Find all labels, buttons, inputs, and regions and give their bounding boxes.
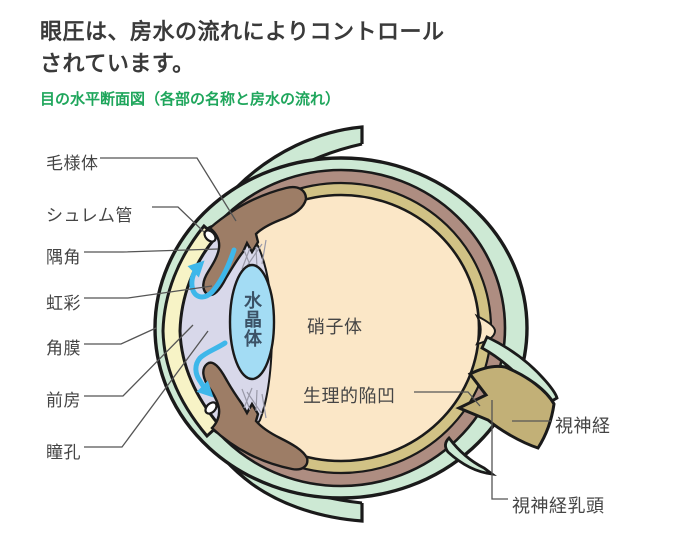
zonule-fibers	[241, 239, 267, 419]
pointer-anterior-chamber	[84, 324, 194, 397]
pointer-optic-disc	[491, 400, 508, 500]
pointer-lines-group	[84, 157, 551, 500]
optic-nerve-shape	[455, 364, 556, 450]
label-angle: 隅角	[46, 248, 81, 267]
label-vitreous-body: 硝子体	[307, 317, 363, 337]
label-optic-nerve: 視神経	[555, 416, 611, 436]
schlemm-canal-lower-shape	[204, 401, 218, 415]
flow-arrow-upper	[187, 247, 237, 300]
sclera-flare-lower	[444, 435, 498, 477]
pointer-iris	[84, 285, 213, 299]
pointer-cornea	[84, 327, 157, 345]
figure-subtitle: 目の水平断面図（各部の名称と房水の流れ）	[40, 91, 341, 108]
label-optic-disc: 視神経乳頭	[512, 496, 605, 516]
flow-arrow-lower	[193, 340, 228, 398]
label-iris: 虹彩	[46, 294, 81, 313]
label-pupil: 瞳孔	[46, 443, 81, 462]
pointer-angle	[84, 248, 219, 253]
pointer-physiologic-cup	[414, 391, 481, 407]
page-title: 眼圧は、房水の流れによりコントロール されています。	[40, 16, 445, 80]
label-cornea: 角膜	[46, 339, 81, 358]
pointer-pupil	[84, 330, 209, 448]
page-title-line2: されています。	[40, 51, 195, 76]
aqueous-flow-arrows	[187, 247, 237, 398]
page-title-line1: 眼圧は、房水の流れによりコントロール	[40, 19, 445, 44]
label-schlemm-canal: シュレム管	[46, 206, 133, 225]
label-lens: 水晶体	[242, 291, 262, 348]
label-physiologic-cup: 生理的陥凹	[303, 386, 396, 406]
eye-outlines-group	[153, 125, 559, 523]
label-ciliary-body: 毛様体	[46, 154, 99, 173]
pointer-schlemm-canal	[152, 206, 205, 233]
label-anterior-chamber: 前房	[46, 391, 81, 410]
pointer-ciliary-body	[100, 157, 237, 222]
lens-shape	[228, 263, 276, 381]
schlemm-canal-upper-shape	[203, 229, 217, 243]
